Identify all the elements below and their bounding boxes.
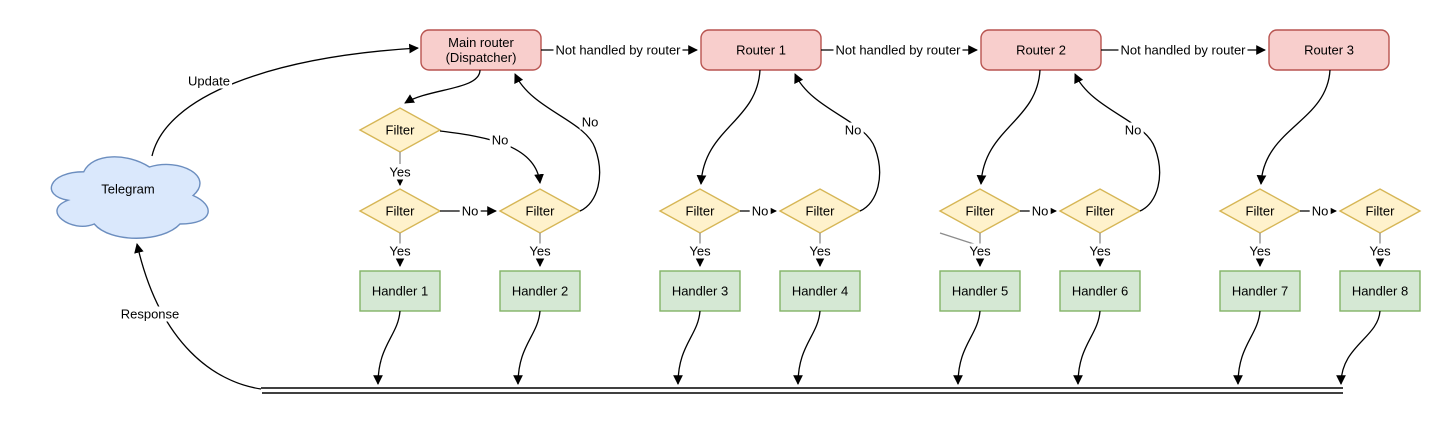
handler-4-label: Handler 4: [791, 283, 849, 299]
handler-2-to-bus-arrow: [513, 310, 541, 385]
response-label: Response: [118, 306, 182, 322]
main-yes-mid-label: Yes: [387, 164, 413, 180]
response-bus-line: [261, 387, 1343, 394]
router2-no-return-label: No: [1122, 122, 1144, 138]
handler-8-to-bus-arrow: [1336, 310, 1381, 385]
router3-no-between-label: No: [1309, 203, 1331, 219]
handler-3-box: [659, 270, 741, 312]
router3-filter-left-label: Filter: [1245, 203, 1275, 219]
main-no-between-label: No: [459, 203, 481, 219]
handler-6-to-bus-arrow: [1073, 310, 1101, 385]
router2-to-filter-arrow: [976, 69, 1041, 185]
not-handled-label-3: Not handled by router: [1118, 42, 1248, 58]
not-handled-label-1: Not handled by router: [553, 42, 683, 58]
yes-label-3: Yes: [687, 243, 713, 259]
handler-8-box: [1339, 270, 1421, 312]
main-router-label-line1: Main router: [448, 35, 514, 50]
router2-filter-right-label: Filter: [1085, 203, 1115, 219]
router2-filter-no-return-arrow: [1074, 73, 1161, 212]
main-no-return-label: No: [579, 114, 601, 130]
main-router-label-line2: (Dispatcher): [445, 50, 517, 65]
main-filter-no-return-arrow: [514, 73, 601, 212]
handler-6-box: [1059, 270, 1141, 312]
router3-filter-right-label: Filter: [1365, 203, 1395, 219]
router1-filter-right-label: Filter: [805, 203, 835, 219]
main-no-down-label: No: [489, 132, 511, 148]
main-filter-left-label: Filter: [385, 203, 415, 219]
router2-filter-left-label: Filter: [965, 203, 995, 219]
handler-1-to-bus-arrow: [373, 310, 401, 385]
update-label: Update: [186, 73, 232, 89]
main-router-to-filter-arrow: [404, 69, 481, 104]
main-filter-right-label: Filter: [525, 203, 555, 219]
yes-label-6: Yes: [1087, 243, 1113, 259]
telegram-label: Telegram: [101, 181, 155, 197]
handler-6-label: Handler 6: [1071, 283, 1129, 299]
router1-no-return-label: No: [842, 122, 864, 138]
handler-7-to-bus-arrow: [1233, 310, 1261, 385]
handler-4-to-bus-arrow: [793, 310, 821, 385]
not-handled-label-2: Not handled by router: [833, 42, 963, 58]
handler-4-box: [779, 270, 861, 312]
handler-2-label: Handler 2: [511, 283, 569, 299]
router1-no-between-label: No: [749, 203, 771, 219]
yes-label-5: Yes: [967, 243, 993, 259]
handler-5-to-bus-arrow: [953, 310, 981, 385]
main-filter-top-label: Filter: [385, 122, 415, 138]
router-2-label: Router 2: [1016, 42, 1066, 58]
yes-label-8: Yes: [1367, 243, 1393, 259]
main-router-label: Main router (Dispatcher): [446, 35, 517, 65]
router-3-label: Router 3: [1304, 42, 1354, 58]
telegram-cloud: [50, 156, 209, 239]
yes-label-1: Yes: [387, 243, 413, 259]
router2-no-between-label: No: [1029, 203, 1051, 219]
main-filter-top-diamond: [358, 107, 442, 153]
handler-8-label: Handler 8: [1351, 283, 1409, 299]
handler-7-box: [1219, 270, 1301, 312]
handler-1-label: Handler 1: [371, 283, 429, 299]
handler-5-label: Handler 5: [951, 283, 1009, 299]
handler-1-box: [359, 270, 441, 312]
router3-filter-right-diamond: [1338, 188, 1422, 234]
router-1-label: Router 1: [736, 42, 786, 58]
router3-to-filter-arrow: [1256, 69, 1331, 185]
handler-3-label: Handler 3: [671, 283, 729, 299]
router1-filter-no-return-arrow: [794, 73, 881, 212]
yes-label-7: Yes: [1247, 243, 1273, 259]
yes-label-4: Yes: [807, 243, 833, 259]
handler-3-to-bus-arrow: [673, 310, 701, 385]
router-3-box: [1268, 29, 1390, 71]
yes-label-2: Yes: [527, 243, 553, 259]
router1-to-filter-arrow: [696, 69, 761, 185]
router1-filter-left-label: Filter: [685, 203, 715, 219]
update-arrow: [151, 43, 419, 157]
handler-7-label: Handler 7: [1231, 283, 1289, 299]
response-arrow: [134, 243, 262, 390]
